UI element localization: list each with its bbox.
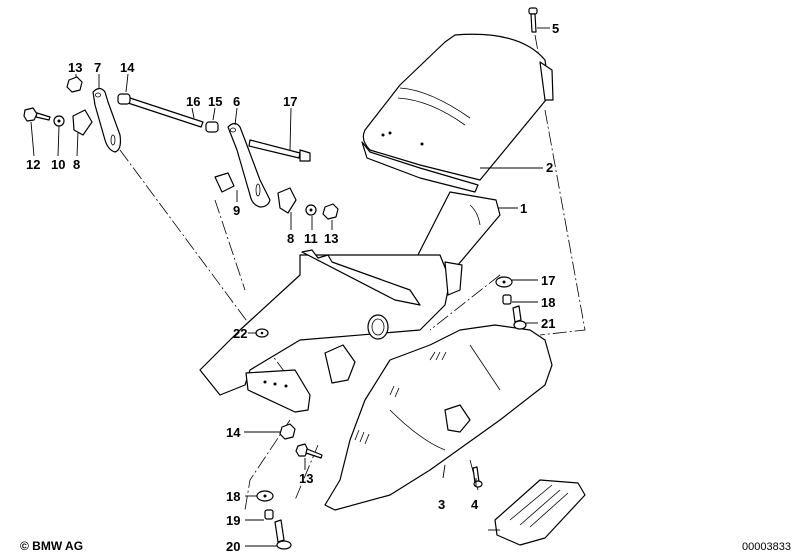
screw-5[interactable] (528, 7, 538, 33)
label-13[interactable]: 13 (68, 60, 82, 75)
copyright-text: © BMW AG (20, 539, 84, 553)
bolt-19[interactable] (274, 519, 292, 550)
grommet-17a[interactable] (495, 276, 513, 288)
label-17[interactable]: 17 (541, 273, 555, 288)
bolt-20[interactable] (512, 305, 527, 330)
label-9[interactable]: 9 (233, 203, 240, 218)
lower-trim-cover[interactable] (324, 324, 553, 511)
bolt-16[interactable] (248, 139, 311, 162)
grommet-17b[interactable] (256, 490, 274, 502)
nut-13c[interactable] (279, 423, 296, 440)
document-id: 00003833 (742, 541, 791, 553)
label-11[interactable]: 13 (299, 471, 313, 486)
label-18[interactable]: 18 (541, 295, 555, 310)
spacer-14b[interactable] (205, 121, 219, 133)
bushing-9[interactable] (214, 172, 235, 193)
label-5[interactable]: 5 (552, 21, 559, 36)
washer-10a[interactable] (53, 115, 65, 127)
steering-column[interactable] (199, 191, 501, 413)
label-4[interactable]: 4 (471, 497, 479, 512)
label-6[interactable]: 6 (233, 94, 240, 109)
label-7[interactable]: 7 (94, 60, 101, 75)
label-3[interactable]: 3 (438, 497, 445, 512)
leader-lines (30, 27, 550, 547)
part-labels: 13 7 14 16 15 6 17 12 10 8 9 8 11 13 5 2… (26, 21, 559, 554)
label-14[interactable]: 14 (120, 60, 135, 75)
screw-4[interactable] (472, 466, 483, 488)
label-8[interactable]: 8 (287, 231, 294, 246)
bracket-6[interactable] (227, 122, 271, 208)
label-1[interactable]: 1 (520, 201, 527, 216)
label-16[interactable]: 17 (283, 94, 297, 109)
sleeve-18b[interactable] (264, 509, 274, 520)
bolt-12[interactable] (23, 107, 51, 122)
label-13[interactable]: 13 (324, 231, 338, 246)
label-18[interactable]: 19 (226, 513, 240, 528)
upper-trim-cover[interactable] (361, 33, 554, 193)
label-14[interactable]: 15 (208, 94, 222, 109)
label-8[interactable]: 8 (73, 157, 80, 172)
label-19[interactable]: 20 (226, 539, 240, 554)
label-21[interactable]: 22 (233, 326, 247, 341)
label-12[interactable]: 12 (26, 157, 40, 172)
clip-21[interactable] (255, 328, 269, 338)
label-20[interactable]: 21 (541, 316, 555, 331)
washer-10b[interactable] (305, 204, 317, 216)
bracket-7[interactable] (92, 87, 122, 153)
label-10[interactable]: 11 (304, 231, 318, 246)
clip-nut-8a[interactable] (72, 109, 93, 136)
nut-13a[interactable] (66, 76, 83, 93)
spacer-14a[interactable] (117, 93, 131, 105)
clip-nut-8b[interactable] (277, 187, 297, 214)
label-2[interactable]: 2 (546, 160, 553, 175)
sleeve-18a[interactable] (502, 294, 512, 305)
bolt-11[interactable] (295, 443, 323, 459)
nut-13b[interactable] (322, 203, 339, 220)
label-13[interactable]: 14 (226, 425, 241, 440)
label-17[interactable]: 18 (226, 489, 240, 504)
label-15[interactable]: 16 (186, 94, 200, 109)
label-10[interactable]: 10 (51, 157, 65, 172)
cover-plate-22[interactable] (494, 479, 586, 546)
